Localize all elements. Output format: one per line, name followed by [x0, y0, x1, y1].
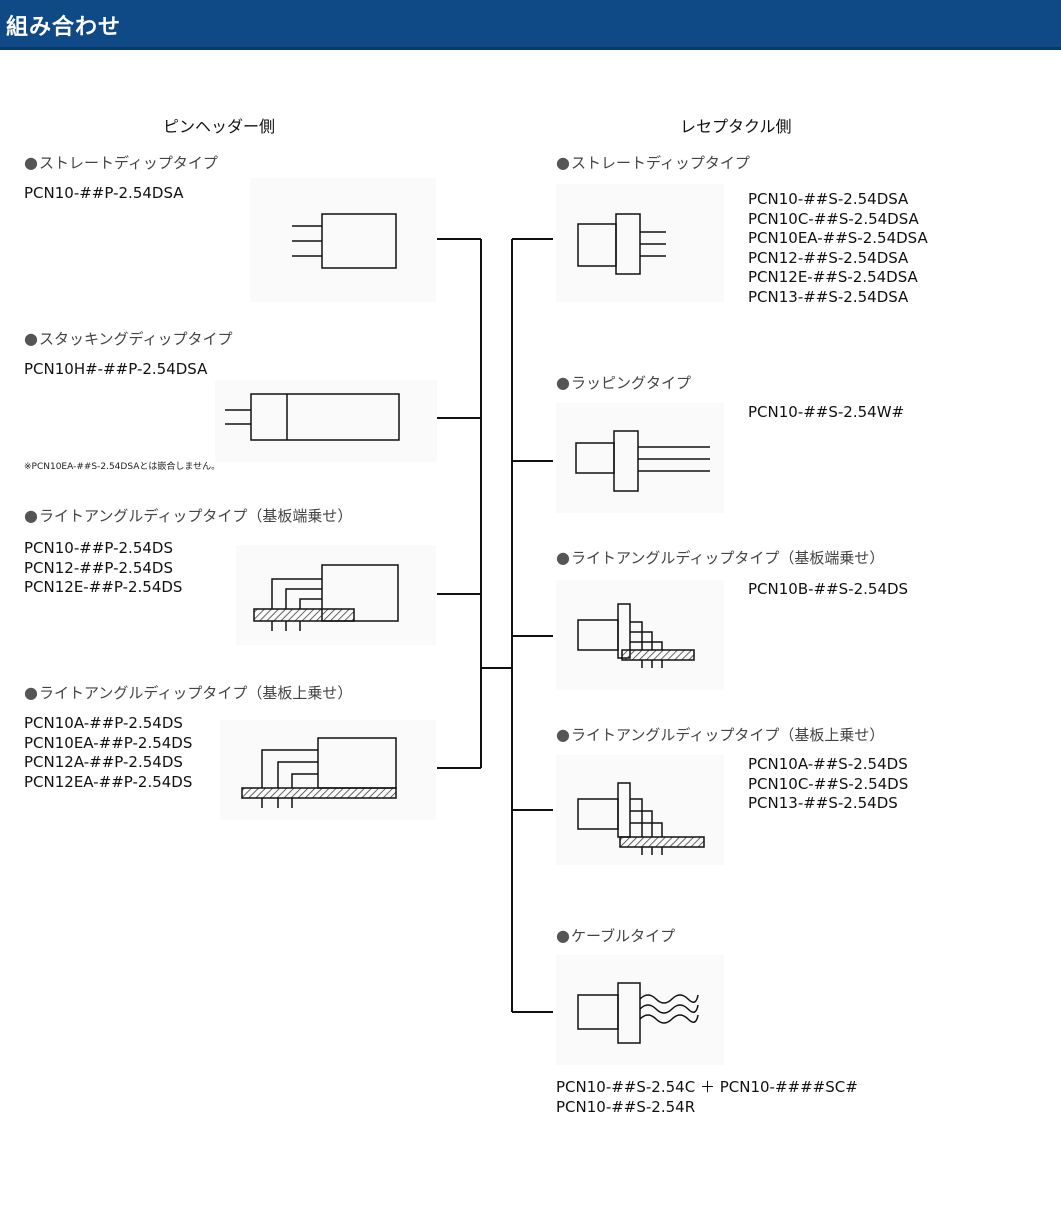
- part-number: PCN12E-##S-2.54DSA: [748, 268, 918, 286]
- left-stacking-label: ●スタッキングディップタイプ: [24, 329, 233, 348]
- part-number: PCN10-##P-2.54DS: [24, 539, 173, 557]
- part-number: PCN10-##S-2.54C ＋ PCN10-####SC#: [556, 1078, 858, 1096]
- receptacle-straight-icon: [577, 213, 666, 275]
- right-ra-top-drawing: [556, 755, 724, 865]
- left-ra-top-parts: PCN10A-##P-2.54DS PCN10EA-##P-2.54DS PCN…: [24, 714, 192, 792]
- receptacle-column-title: レセプタクル側: [680, 117, 792, 136]
- pin-header-ra-top-icon: [241, 737, 397, 808]
- right-wrapping-parts: PCN10-##S-2.54W#: [748, 403, 904, 423]
- left-straight-drawing: [250, 178, 436, 302]
- part-number: PCN12E-##P-2.54DS: [24, 578, 183, 596]
- left-stacking-drawing: [215, 380, 437, 462]
- left-ra-edge-label: ●ライトアングルディップタイプ（基板端乗せ）: [24, 506, 353, 525]
- receptacle-wrapping-icon: [575, 430, 710, 492]
- left-ra-top-drawing: [220, 720, 436, 820]
- part-number: PCN10H#-##P-2.54DSA: [24, 360, 208, 378]
- left-straight-label: ●ストレートディップタイプ: [24, 153, 218, 172]
- section-header: 組み合わせ: [0, 0, 1061, 50]
- part-number: PCN12-##P-2.54DS: [24, 558, 173, 577]
- pin-header-column-title: ピンヘッダー側: [163, 117, 276, 136]
- part-number: PCN10-##S-2.54W#: [748, 403, 905, 421]
- pin-header-stacking-icon: [225, 393, 400, 441]
- part-number: PCN10C-##S-2.54DS: [748, 774, 909, 793]
- pin-header-straight-icon: [292, 213, 397, 269]
- left-ra-edge-drawing: [236, 545, 436, 645]
- right-straight-label: ●ストレートディップタイプ: [556, 153, 750, 172]
- receptacle-ra-edge-icon: [577, 603, 695, 668]
- part-number: PCN10A-##P-2.54DS: [24, 714, 183, 732]
- receptacle-cable-icon: [577, 982, 699, 1044]
- left-ra-top-label: ●ライトアングルディップタイプ（基板上乗せ）: [24, 683, 353, 702]
- part-number: PCN10-##S-2.54DSA: [748, 190, 909, 208]
- left-stacking-note: ※PCN10EA-##S-2.54DSAとは嵌合しません。: [24, 462, 221, 472]
- right-cable-label: ●ケーブルタイプ: [556, 926, 676, 945]
- right-ra-edge-parts: PCN10B-##S-2.54DS: [748, 580, 908, 600]
- pin-header-ra-edge-icon: [253, 564, 399, 631]
- right-wrapping-label: ●ラッピングタイプ: [556, 373, 691, 392]
- left-ra-edge-parts: PCN10-##P-2.54DS PCN12-##P-2.54DS PCN12E…: [24, 539, 182, 598]
- part-number: PCN10-##P-2.54DSA: [24, 184, 184, 202]
- right-cable-parts: PCN10-##S-2.54C ＋ PCN10-####SC# PCN10-##…: [556, 1078, 858, 1117]
- receptacle-ra-top-icon: [577, 782, 705, 855]
- left-stacking-parts: PCN10H#-##P-2.54DSA: [24, 360, 207, 380]
- section-title: 組み合わせ: [6, 15, 122, 40]
- part-number: PCN10EA-##P-2.54DS: [24, 733, 193, 752]
- right-ra-edge-label: ●ライトアングルディップタイプ（基板端乗せ）: [556, 548, 885, 567]
- left-straight-parts: PCN10-##P-2.54DSA: [24, 184, 184, 204]
- part-number: PCN12A-##P-2.54DS: [24, 753, 183, 771]
- right-ra-edge-drawing: [556, 580, 724, 690]
- right-straight-drawing: [556, 184, 724, 302]
- right-wrapping-drawing: [556, 403, 724, 513]
- right-cable-drawing: [556, 955, 724, 1065]
- part-number: PCN10EA-##S-2.54DSA: [748, 229, 928, 247]
- part-number: PCN10C-##S-2.54DSA: [748, 209, 919, 228]
- part-number: PCN10B-##S-2.54DS: [748, 580, 909, 598]
- right-ra-top-label: ●ライトアングルディップタイプ（基板上乗せ）: [556, 725, 885, 744]
- part-number: PCN10-##S-2.54R: [556, 1097, 696, 1116]
- part-number: PCN10A-##S-2.54DS: [748, 755, 908, 773]
- right-straight-parts: PCN10-##S-2.54DSA PCN10C-##S-2.54DSA PCN…: [748, 190, 928, 307]
- right-ra-top-parts: PCN10A-##S-2.54DS PCN10C-##S-2.54DS PCN1…: [748, 755, 908, 814]
- part-number: PCN12-##S-2.54DSA: [748, 248, 909, 267]
- part-number: PCN13-##S-2.54DS: [748, 794, 898, 812]
- part-number: PCN12EA-##P-2.54DS: [24, 772, 193, 791]
- part-number: PCN13-##S-2.54DSA: [748, 287, 909, 306]
